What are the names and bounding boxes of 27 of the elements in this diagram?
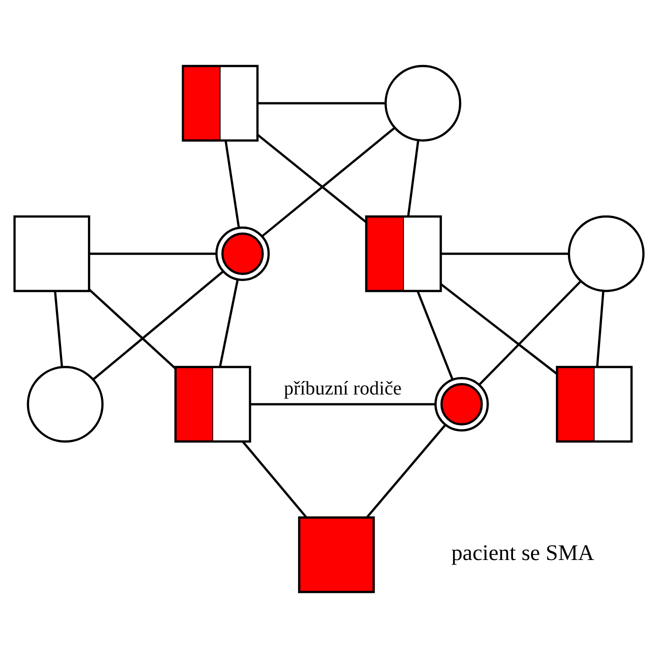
- connector: [416, 290, 454, 380]
- node-circle: [384, 64, 462, 142]
- connector: [242, 441, 307, 518]
- connector: [257, 134, 367, 223]
- node-label: pacient se SMA: [451, 540, 594, 565]
- connector: [93, 270, 224, 380]
- connector: [250, 403, 435, 406]
- node-circle: [26, 366, 104, 443]
- edge-label: příbuzní rodiče: [284, 378, 402, 400]
- node-circle: [568, 215, 645, 292]
- connector: [224, 140, 240, 228]
- node-box: [298, 516, 375, 594]
- connector: [88, 288, 176, 370]
- connector: [407, 140, 420, 216]
- connector: [218, 279, 239, 367]
- connector: [596, 290, 604, 367]
- connector: [441, 252, 569, 255]
- connector: [478, 280, 582, 386]
- connector: [440, 284, 558, 375]
- connector: [54, 291, 64, 368]
- connector: [366, 424, 446, 518]
- node-circle: [434, 377, 489, 432]
- connector: [258, 102, 386, 104]
- node-box: [13, 215, 90, 292]
- node-circle: [215, 226, 270, 281]
- connector: [89, 252, 216, 255]
- connector: [262, 126, 396, 238]
